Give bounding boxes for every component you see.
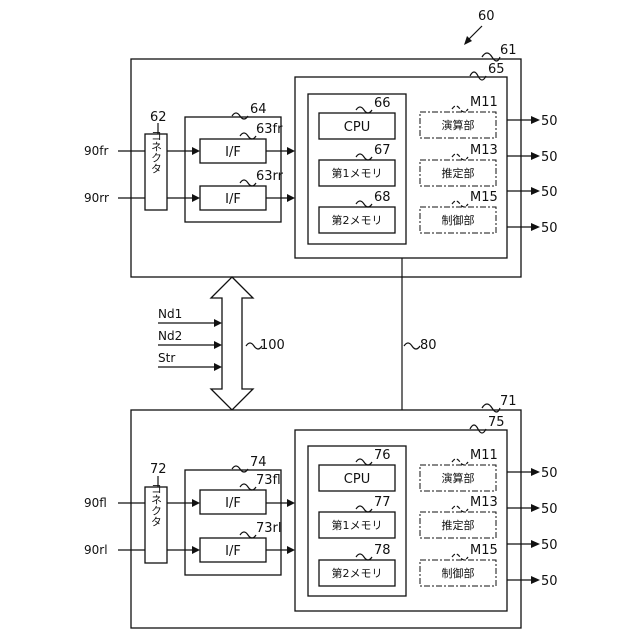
- lower-control-label: 制御部: [442, 566, 475, 580]
- bus-signal-label: Nd2: [158, 329, 182, 343]
- lower-output-label: 50: [541, 574, 558, 589]
- upper-control-label: 制御部: [442, 213, 475, 227]
- upper-output-arrowhead: [531, 152, 540, 160]
- upper-output-arrowhead: [531, 116, 540, 124]
- upper-if-a-label: I/F: [225, 145, 241, 160]
- upper-mem1-ref: 67: [374, 143, 391, 158]
- upper-mem2-ref: 68: [374, 190, 391, 205]
- lower-if-group-ref: 74: [250, 455, 267, 470]
- lower-connector-label: コネクタ: [150, 483, 163, 527]
- lower-if-a-ref: 73fl: [256, 473, 281, 488]
- lower-processor-ref: 75: [488, 415, 505, 430]
- bus-signal-arrowhead: [214, 363, 222, 371]
- lower-if-a-label: I/F: [225, 496, 241, 511]
- lower-output-arrowhead: [531, 504, 540, 512]
- upper-cpu-label: CPU: [344, 120, 370, 135]
- lower-output-arrowhead: [531, 540, 540, 548]
- bus-signal-arrowhead: [214, 319, 222, 327]
- lower-control-ref: M15: [470, 543, 498, 558]
- lower-estimate-label: 推定部: [442, 518, 475, 532]
- bus-ref: 100: [260, 338, 285, 353]
- upper-calc-label: 演算部: [442, 118, 475, 132]
- upper-output-arrowhead: [531, 223, 540, 231]
- upper-input-label: 90rr: [84, 191, 109, 205]
- lower-unit-ref: 71: [500, 394, 517, 409]
- upper-if-b-label: I/F: [225, 192, 241, 207]
- lower-output-arrowhead: [531, 576, 540, 584]
- upper-if-b-ref: 63rr: [256, 169, 284, 184]
- bus-signal-label: Str: [158, 351, 175, 365]
- link-ref: 80: [420, 338, 437, 353]
- lower-if-b-label: I/F: [225, 544, 241, 559]
- lower-connector-ref: 72: [150, 462, 167, 477]
- lower-cpu-ref: 76: [374, 448, 391, 463]
- upper-processor-ref: 65: [488, 62, 505, 77]
- lower-mem2-label: 第2メモリ: [332, 566, 383, 580]
- upper-connector-label: コネクタ: [150, 130, 163, 174]
- lower-mem1-ref: 77: [374, 495, 391, 510]
- lower-input-label: 90rl: [84, 543, 108, 557]
- lower-output-label: 50: [541, 538, 558, 553]
- upper-mem1-label: 第1メモリ: [332, 166, 383, 180]
- lower-input-label: 90fl: [84, 496, 107, 510]
- bus-signal-label: Nd1: [158, 307, 182, 321]
- upper-output-label: 50: [541, 221, 558, 236]
- lower-mem1-label: 第1メモリ: [332, 518, 383, 532]
- lower-if-b-ref: 73rl: [256, 521, 282, 536]
- upper-mem2-label: 第2メモリ: [332, 213, 383, 227]
- lower-calc-ref: M11: [470, 448, 498, 463]
- upper-if-a-ref: 63fr: [256, 122, 283, 137]
- upper-output-label: 50: [541, 185, 558, 200]
- lower-output-label: 50: [541, 502, 558, 517]
- lower-calc-label: 演算部: [442, 471, 475, 485]
- lower-output-arrowhead: [531, 468, 540, 476]
- upper-input-label: 90fr: [84, 144, 108, 158]
- lower-estimate-ref: M13: [470, 495, 498, 510]
- lower-output-label: 50: [541, 466, 558, 481]
- upper-output-arrowhead: [531, 187, 540, 195]
- upper-estimate-ref: M13: [470, 143, 498, 158]
- upper-if-group-ref: 64: [250, 102, 267, 117]
- upper-control-ref: M15: [470, 190, 498, 205]
- upper-unit-ref: 61: [500, 43, 517, 58]
- upper-output-label: 50: [541, 114, 558, 129]
- figure-ref-label: 60: [478, 9, 495, 24]
- upper-output-label: 50: [541, 150, 558, 165]
- upper-cpu-ref: 66: [374, 96, 391, 111]
- upper-connector-ref: 62: [150, 110, 167, 125]
- lower-cpu-label: CPU: [344, 472, 370, 487]
- upper-estimate-label: 推定部: [442, 166, 475, 180]
- link-leader: [404, 343, 420, 349]
- bus-signal-arrowhead: [214, 341, 222, 349]
- lower-mem2-ref: 78: [374, 543, 391, 558]
- upper-calc-ref: M11: [470, 95, 498, 110]
